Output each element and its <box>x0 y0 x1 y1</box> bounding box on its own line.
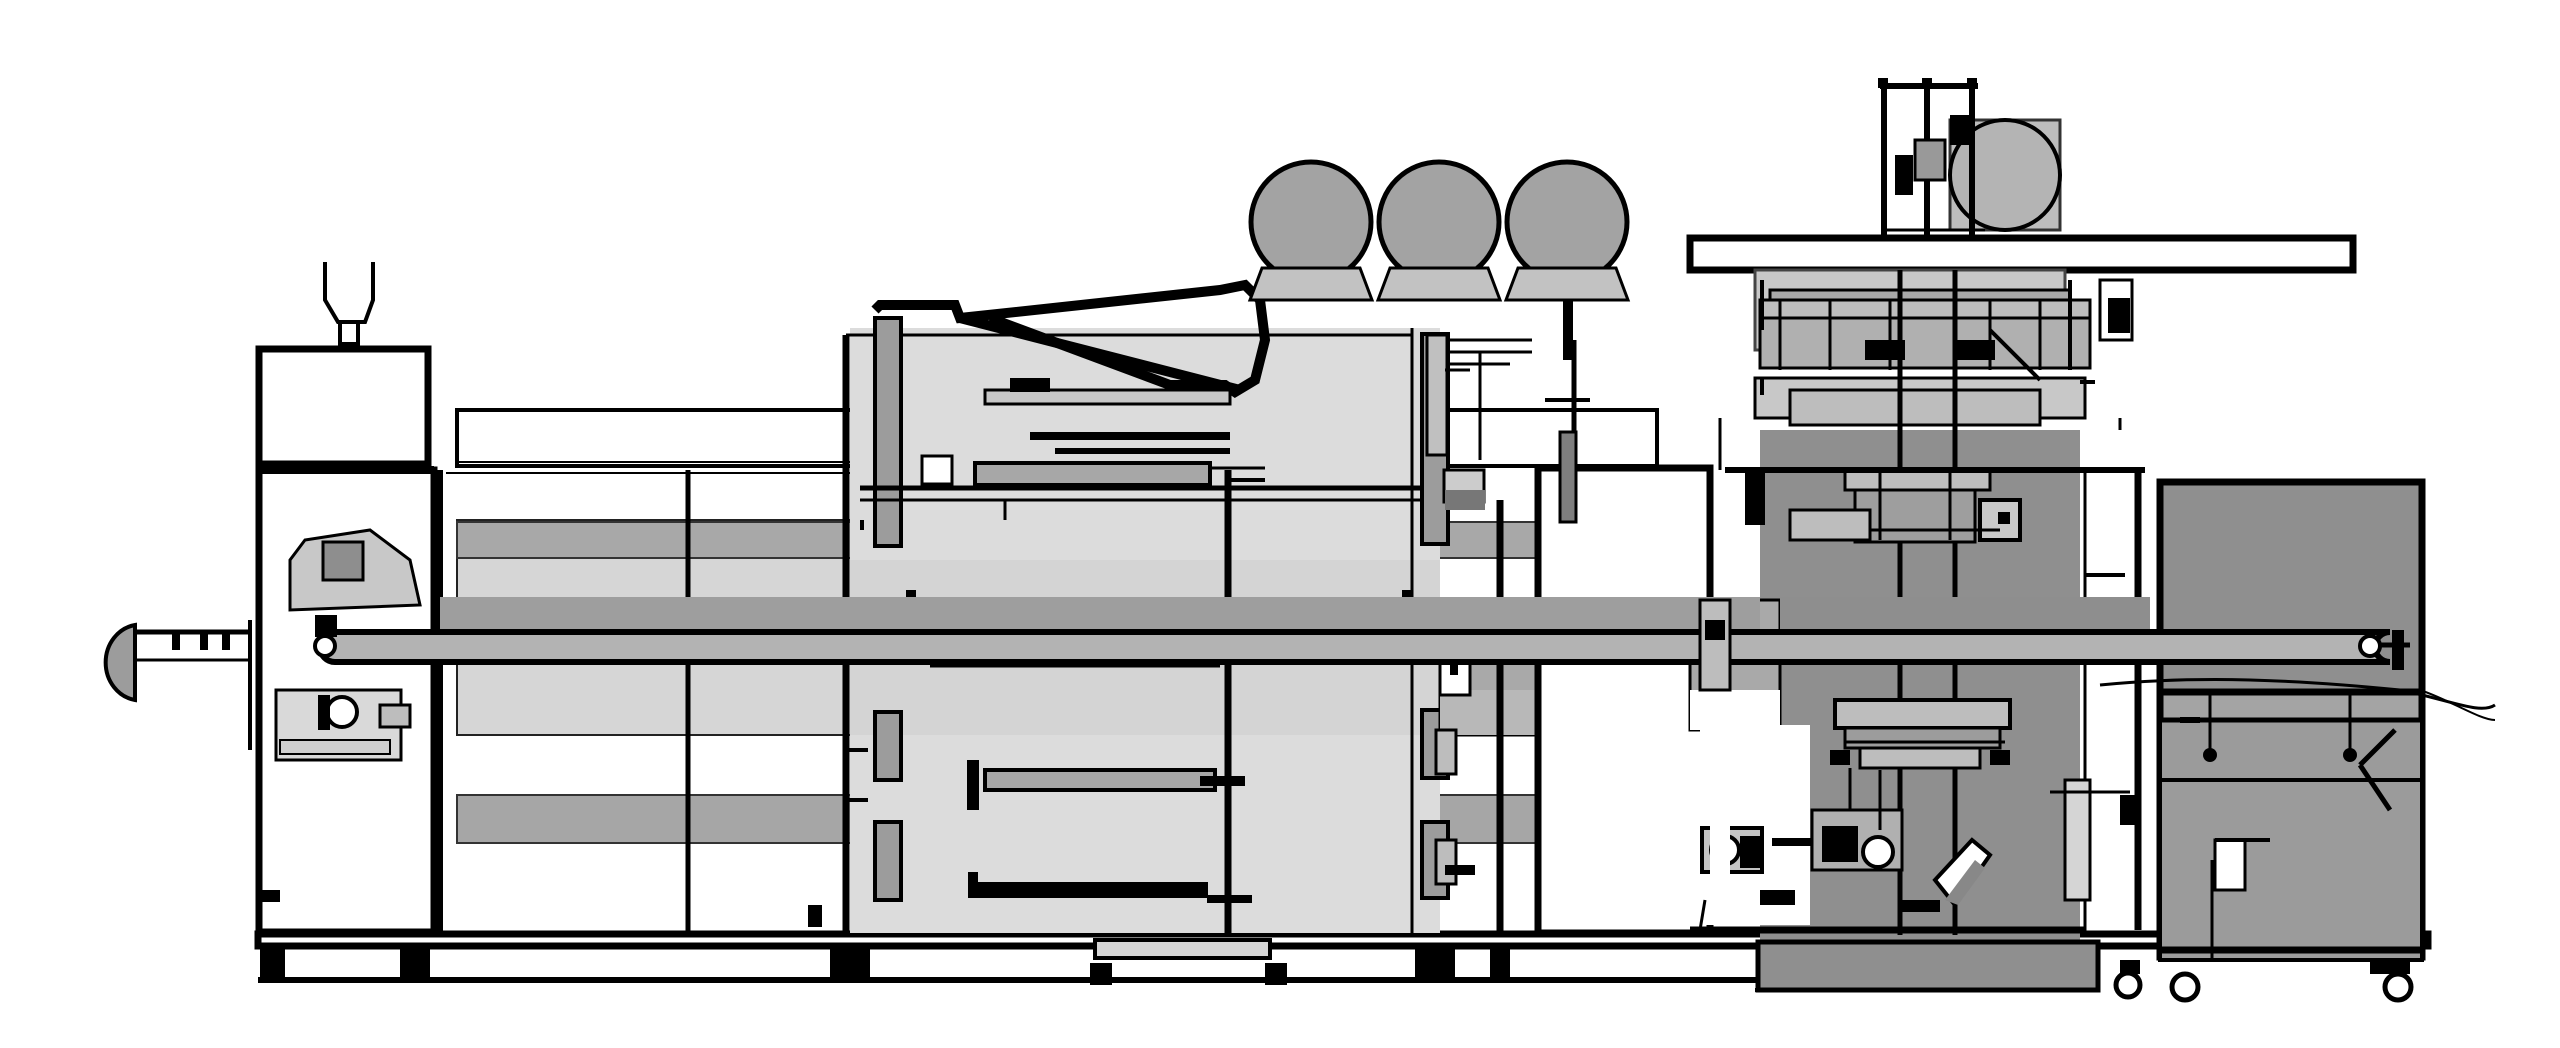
outfeed-cabinet <box>2099 478 2496 1003</box>
lift-tower-icon <box>1878 78 2062 238</box>
infeed-cabinet-icon <box>274 528 422 762</box>
infeed-station <box>103 262 438 936</box>
base-frame <box>254 930 2432 983</box>
cylinder-tank-icon <box>1247 159 1375 302</box>
outfeed-cabinet-icon <box>2156 478 2426 962</box>
gas-tanks <box>1247 159 1631 302</box>
conveyor-rail <box>313 597 2410 692</box>
cylinder-tank-icon <box>1375 159 1503 302</box>
conveyor-rail-icon <box>313 629 2391 665</box>
cylinder-tank-icon <box>1503 159 1631 302</box>
